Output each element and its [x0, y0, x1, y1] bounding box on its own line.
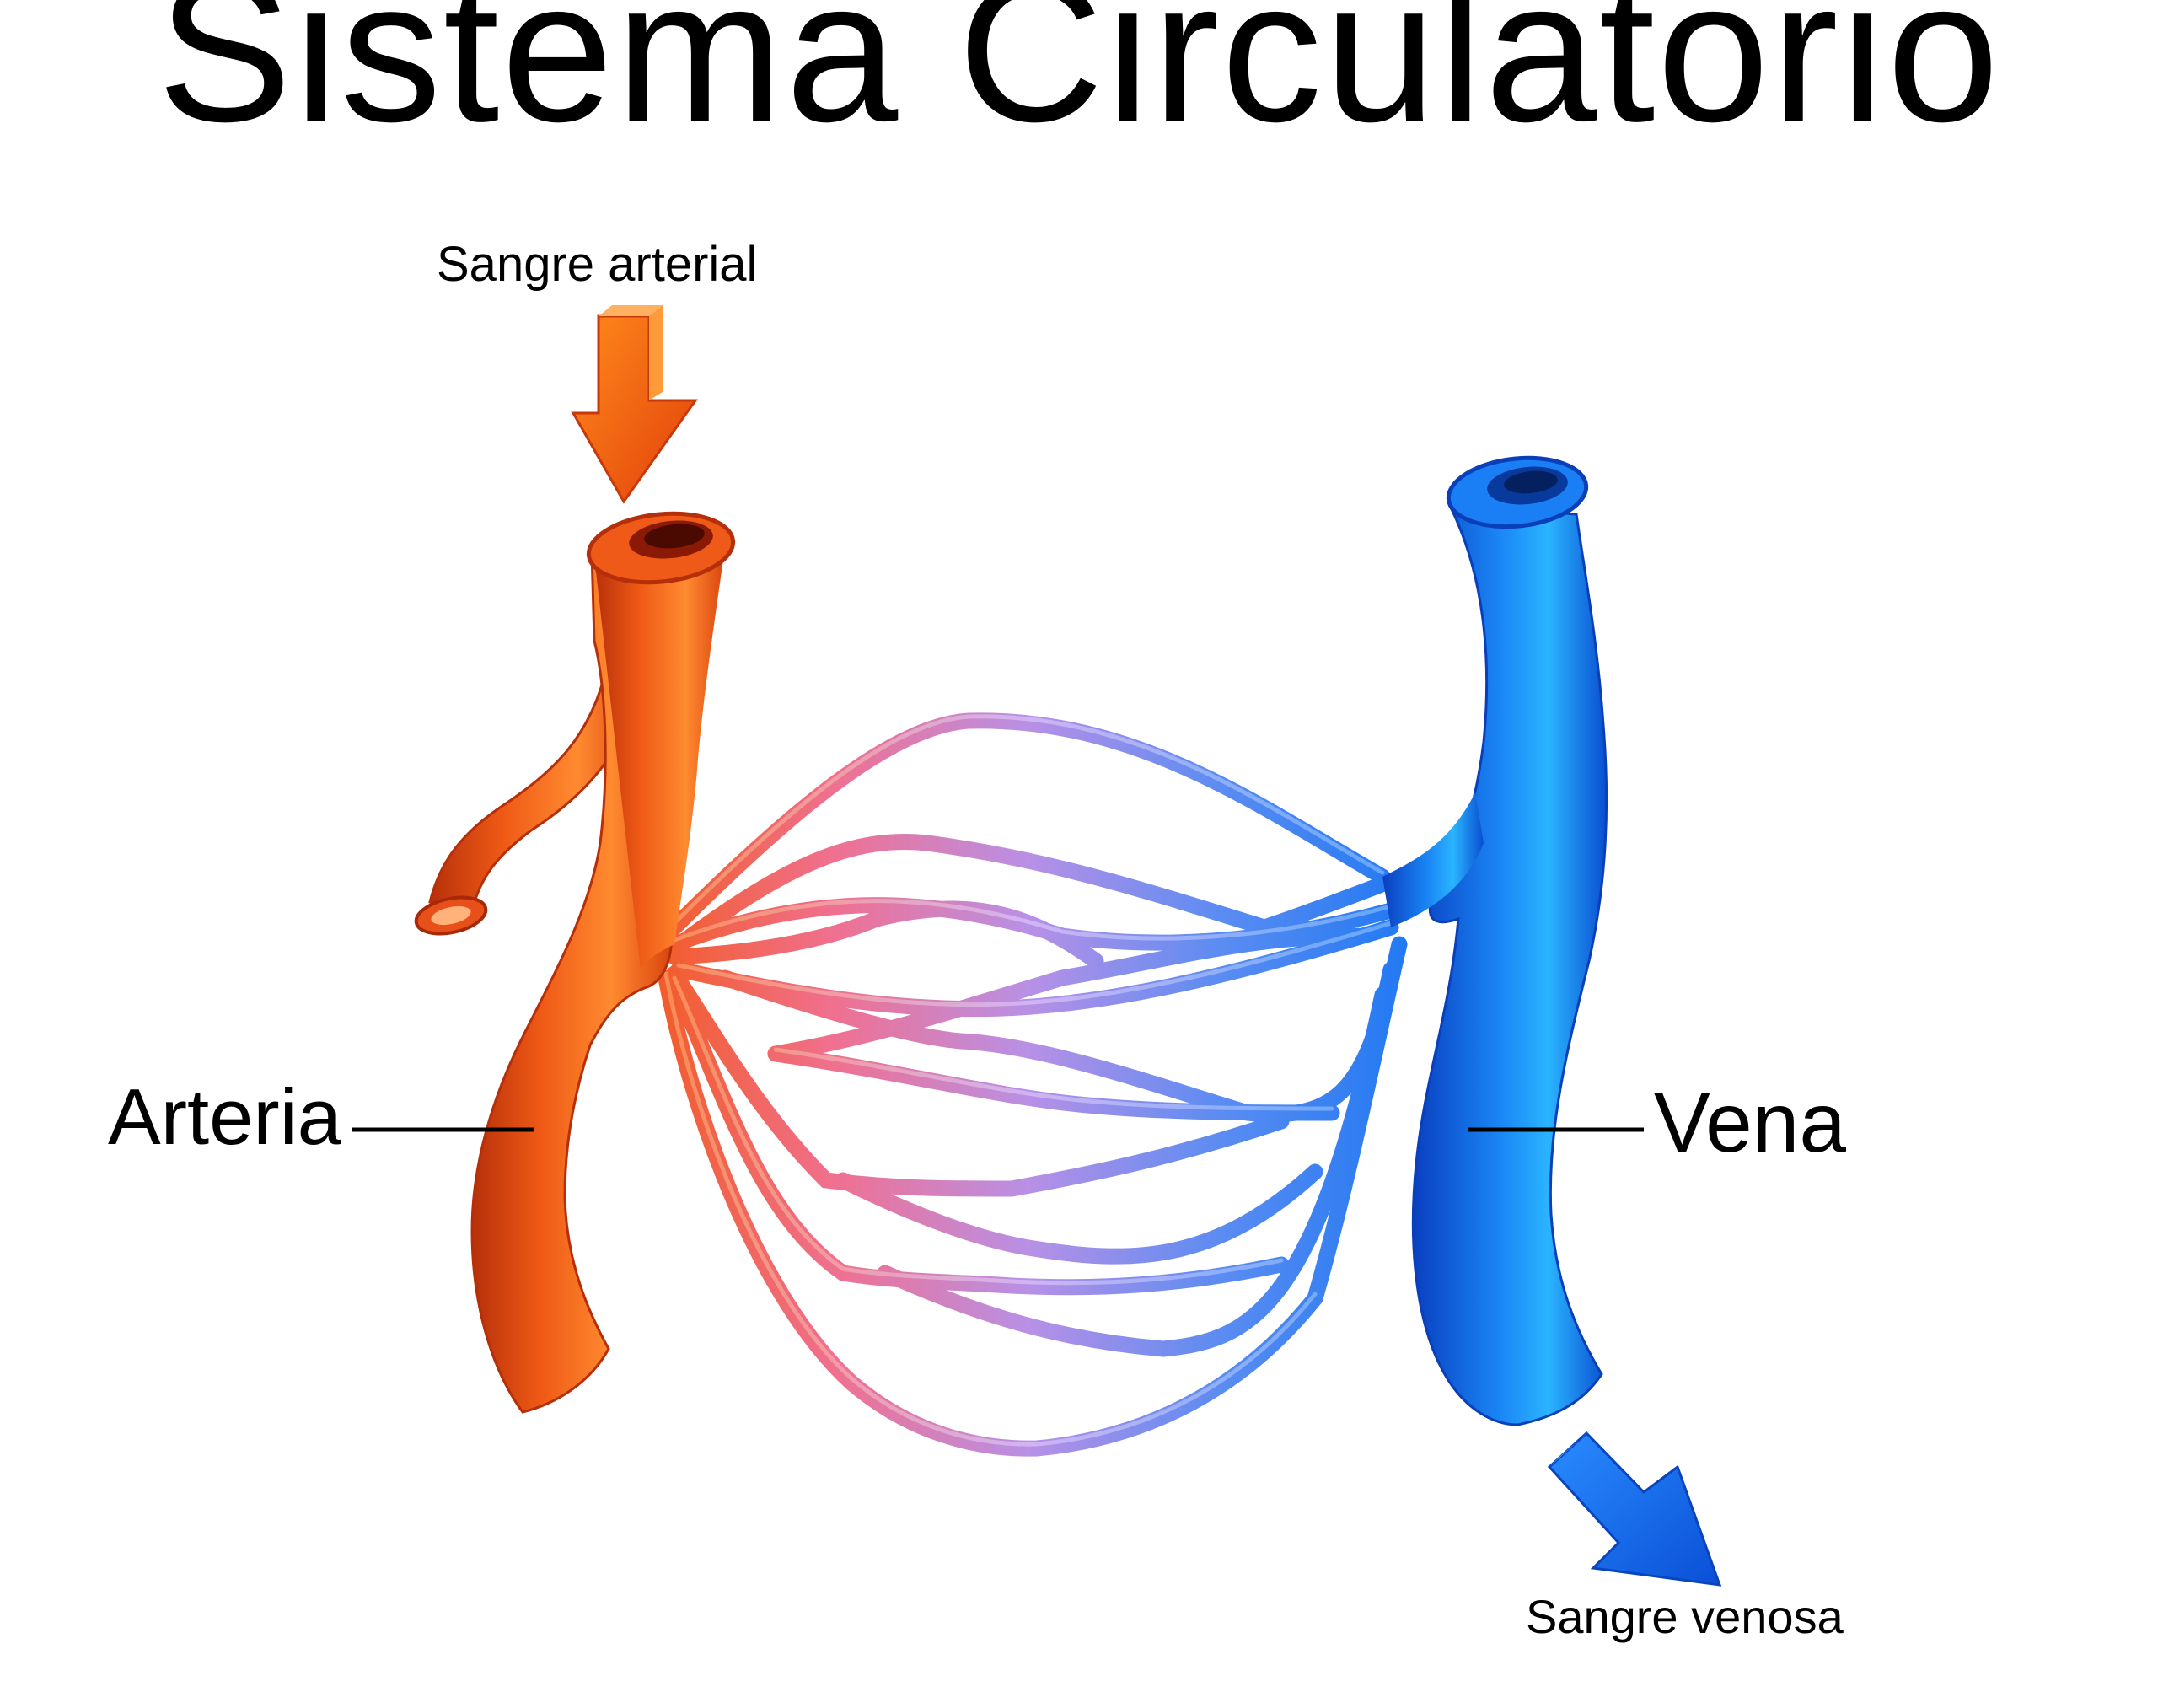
artery-label: Arteria: [108, 1072, 341, 1161]
vein-label: Vena: [1654, 1076, 1847, 1170]
capillary: [835, 1163, 1323, 1265]
arrow-down-right-icon: [1547, 1425, 1722, 1587]
venous-blood-label: Sangre venosa: [1526, 1590, 1844, 1643]
capillary: [767, 927, 1366, 1062]
vein-trunk: [1411, 504, 1608, 1426]
artery-vessel: [414, 511, 736, 1414]
capillary: [666, 900, 1104, 969]
vein-vessel: [1382, 455, 1608, 1426]
capillary: [1307, 936, 1408, 1307]
capillary: [717, 961, 1399, 1123]
capillary: [666, 965, 1290, 1197]
capillary-highlights: [663, 714, 1393, 1447]
diagram-title: Sistema Circulatorio: [157, 0, 2001, 164]
capillary: [877, 986, 1391, 1357]
arrow-down-icon: [571, 305, 698, 504]
capillary: [767, 1045, 1340, 1121]
capillary: [683, 834, 1399, 944]
capillary: [666, 712, 1391, 936]
arterial-blood-label: Sangre arterial: [437, 237, 758, 292]
